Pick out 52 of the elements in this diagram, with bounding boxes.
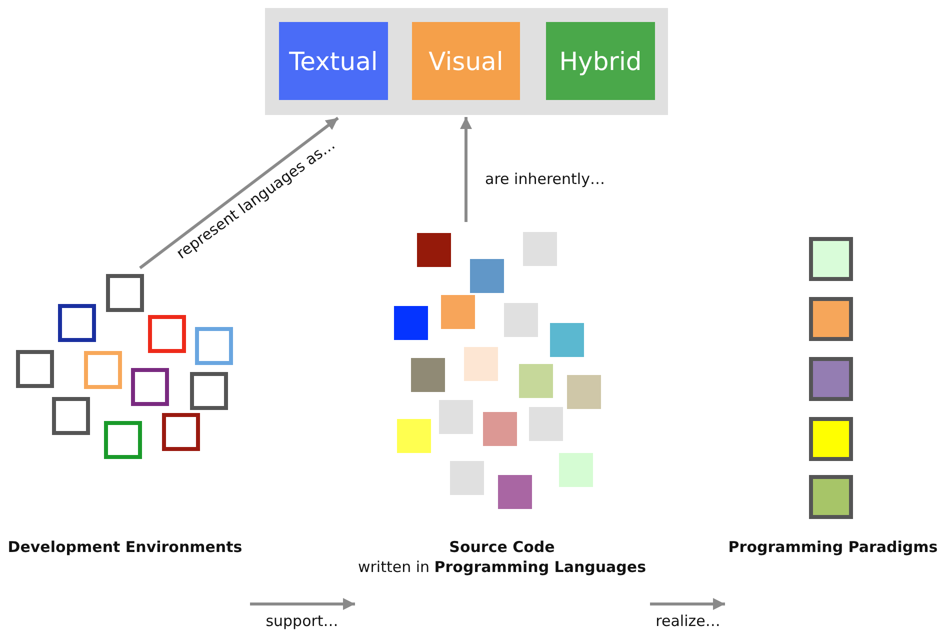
category-label: Visual: [428, 46, 504, 76]
arrow: [460, 117, 472, 222]
group-title: Programming Paradigms: [727, 538, 939, 556]
colored-square: [104, 421, 142, 459]
colored-square: [131, 368, 169, 406]
edge-label: support…: [264, 612, 340, 630]
arrow: [139, 116, 339, 270]
colored-square: [550, 323, 584, 357]
colored-square: [470, 259, 504, 293]
colored-square: [58, 304, 96, 342]
edge-label: realize…: [654, 612, 722, 630]
category-box: [279, 22, 388, 100]
colored-square: [148, 315, 186, 353]
edge-label: are inherently…: [484, 170, 606, 188]
arrow: [650, 598, 725, 610]
colored-square: [190, 372, 228, 410]
group-title: Source Code: [448, 538, 556, 556]
category-label: Hybrid: [559, 46, 642, 76]
colored-square: [106, 274, 144, 312]
colored-square: [450, 461, 484, 495]
colored-square: [397, 419, 431, 453]
colored-square: [529, 407, 563, 441]
colored-square: [162, 413, 200, 451]
category-box: [412, 22, 520, 100]
colored-square: [809, 237, 853, 281]
colored-square: [519, 364, 553, 398]
colored-square: [559, 453, 593, 487]
colored-square: [809, 357, 853, 401]
colored-square: [809, 297, 853, 341]
category-panel: [265, 8, 668, 115]
colored-square: [441, 295, 475, 329]
colored-square: [52, 397, 90, 435]
group-subtitle: written in Programming Languages: [356, 558, 648, 576]
colored-square: [498, 475, 532, 509]
colored-square: [417, 233, 451, 267]
category-label: Textual: [289, 46, 378, 76]
colored-square: [523, 232, 557, 266]
colored-square: [809, 475, 853, 519]
colored-square: [16, 350, 54, 388]
group-title: Development Environments: [6, 538, 244, 556]
colored-square: [464, 347, 498, 381]
arrow: [250, 598, 355, 610]
colored-square: [809, 417, 853, 461]
colored-square: [567, 375, 601, 409]
colored-square: [504, 303, 538, 337]
colored-square: [411, 358, 445, 392]
category-box: [546, 22, 655, 100]
colored-square: [195, 327, 233, 365]
colored-square: [394, 306, 428, 340]
colored-square: [439, 400, 473, 434]
colored-square: [483, 412, 517, 446]
colored-square: [84, 351, 122, 389]
